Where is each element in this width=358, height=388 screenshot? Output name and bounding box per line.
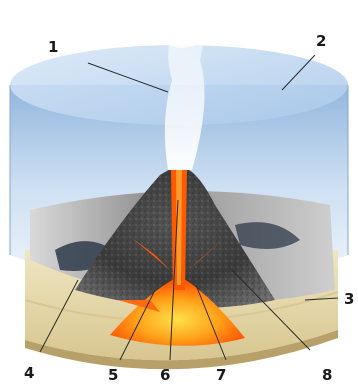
callout-6: 6 bbox=[160, 368, 170, 383]
callout-2: 2 bbox=[316, 34, 326, 49]
callout-7: 7 bbox=[216, 368, 226, 383]
callout-1: 1 bbox=[48, 40, 58, 55]
callout-4: 4 bbox=[24, 366, 34, 381]
callout-5: 5 bbox=[108, 368, 118, 383]
callout-8: 8 bbox=[322, 368, 332, 383]
callout-3: 3 bbox=[344, 292, 354, 307]
